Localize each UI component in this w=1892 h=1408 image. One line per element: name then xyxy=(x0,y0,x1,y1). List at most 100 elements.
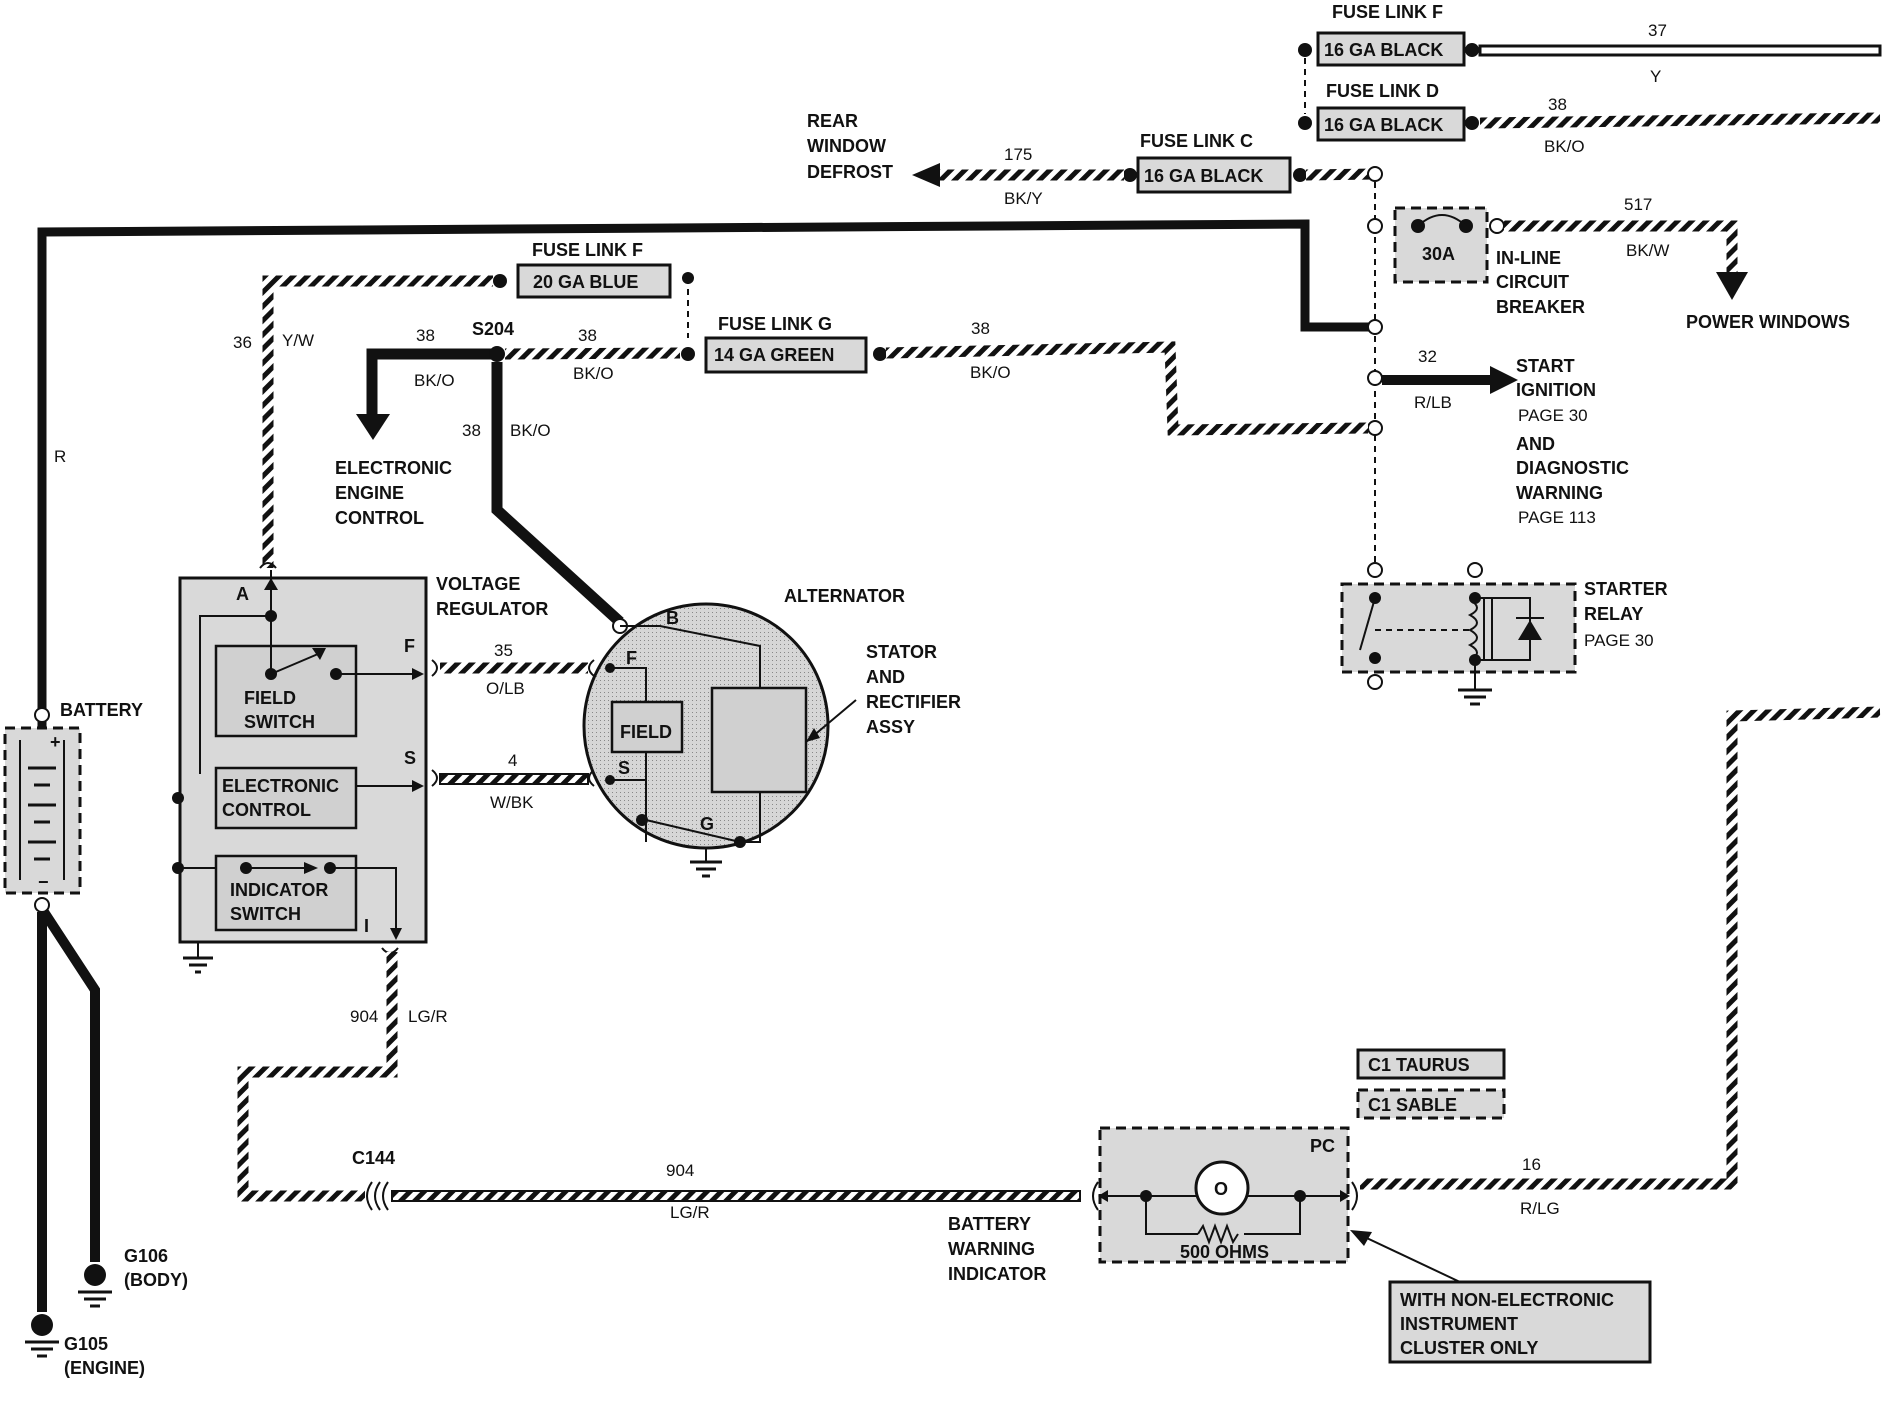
wire-38-top-color: BK/O xyxy=(1544,137,1585,156)
wire-4-color: W/BK xyxy=(490,793,534,812)
wire-38-left-color: BK/O xyxy=(414,371,455,390)
battery-warning-line1: BATTERY xyxy=(948,1214,1031,1234)
arrow-start-ignition xyxy=(1490,366,1518,394)
wire-32-circuit: 32 xyxy=(1418,347,1437,366)
wire-36-circuit: 36 xyxy=(233,333,252,352)
note-c1-taurus-text: C1 TAURUS xyxy=(1368,1055,1470,1075)
wire-color-r: R xyxy=(54,447,66,466)
wire-38-down xyxy=(491,362,624,627)
wire-37-circuit: 37 xyxy=(1648,21,1667,40)
fuse-link-f xyxy=(516,263,672,299)
wire-904 xyxy=(237,952,398,1202)
circuit-breaker-line3: BREAKER xyxy=(1496,297,1585,317)
start-ignition-line1: START xyxy=(1516,356,1575,376)
wire-37-color: Y xyxy=(1650,67,1661,86)
wire-38-mid-circuit: 38 xyxy=(578,326,597,345)
battery: + − BATTERY xyxy=(3,700,143,913)
wire-38-left xyxy=(366,348,495,414)
alternator-field: FIELD xyxy=(620,722,672,742)
fuse-link-d-title: FUSE LINK D xyxy=(1326,81,1439,101)
wire-36-color: Y/W xyxy=(282,331,314,350)
fuse-link-f-title: FUSE LINK F xyxy=(532,240,643,260)
alternator: B F FIELD S G ALTERNATOR STATOR AND RECT… xyxy=(582,586,961,878)
battery-minus-sign: − xyxy=(38,872,49,892)
fuse-link-g-title: FUSE LINK G xyxy=(718,314,832,334)
voltage-regulator: A FIELD SWITCH F ELECTRONIC CONTROL S IN… xyxy=(172,562,548,974)
indicator-switch-line2: SWITCH xyxy=(230,904,301,924)
alternator-terminal-g: G xyxy=(700,814,714,834)
wire-35-color: O/LB xyxy=(486,679,525,698)
wire-38-down-circuit: 38 xyxy=(462,421,481,440)
wire-4-circuit: 4 xyxy=(508,751,517,770)
battery-feed-wire-r xyxy=(37,219,1375,730)
ground-g105-location: (ENGINE) xyxy=(64,1358,145,1378)
wire-4 xyxy=(439,773,589,785)
start-ignition-line3: PAGE 30 xyxy=(1518,406,1588,425)
note-pointer-arrow xyxy=(1350,1230,1372,1246)
fuse-link-g-spec: 14 GA GREEN xyxy=(714,345,834,365)
fuse-link-d xyxy=(1316,106,1466,142)
wire-32-color: R/LB xyxy=(1414,393,1452,412)
wire-38-top xyxy=(1479,112,1881,129)
regulator-terminal-a: A xyxy=(236,584,249,604)
eec-line3: CONTROL xyxy=(335,508,424,528)
connector-c144-label: C144 xyxy=(352,1148,395,1168)
wire-517-color: BK/W xyxy=(1626,241,1669,260)
fuse-link-top-f-spec: 16 GA BLACK xyxy=(1324,40,1443,60)
field-switch-line1: FIELD xyxy=(244,688,296,708)
wire-fuse-c-feed xyxy=(1305,168,1376,181)
battery-warning-line3: INDICATOR xyxy=(948,1264,1046,1284)
electronic-control-line1: ELECTRONIC xyxy=(222,776,339,796)
note-c1-sable-text: C1 SABLE xyxy=(1368,1095,1457,1115)
wire-38-mid-color: BK/O xyxy=(573,364,614,383)
wire-38-mid xyxy=(504,347,681,360)
voltage-regulator-title1: VOLTAGE xyxy=(436,574,520,594)
rear-defrost-line2: WINDOW xyxy=(807,136,886,156)
wire-38-top-circuit: 38 xyxy=(1548,95,1567,114)
starter-relay-line1: STARTER xyxy=(1584,579,1668,599)
wire-904-bottom-circuit: 904 xyxy=(666,1161,694,1180)
fuse-link-d-spec: 16 GA BLACK xyxy=(1324,115,1443,135)
eec-line1: ELECTRONIC xyxy=(335,458,452,478)
inline-circuit-breaker: 30A IN-LINE CIRCUIT BREAKER xyxy=(1393,206,1585,317)
resistor-value: 500 OHMS xyxy=(1180,1242,1269,1262)
circuit-breaker-rating: 30A xyxy=(1422,244,1455,264)
wire-36 xyxy=(262,275,493,568)
ground-g105: G105 (ENGINE) xyxy=(25,1314,145,1378)
wire-904-up-circuit: 904 xyxy=(350,1007,378,1026)
wire-517 xyxy=(1504,220,1738,272)
fuse-link-g xyxy=(704,336,868,374)
power-windows-label: POWER WINDOWS xyxy=(1686,312,1850,332)
alternator-terminal-f: F xyxy=(626,648,637,668)
electronic-control-line2: CONTROL xyxy=(222,800,311,820)
wire-904-up-color: LG/R xyxy=(408,1007,448,1026)
eec-line2: ENGINE xyxy=(335,483,404,503)
wire-175-circuit: 175 xyxy=(1004,145,1032,164)
arrow-rear-defrost xyxy=(912,163,940,187)
battery-warning-indicator: O 500 OHMS PC BATTERY WARNING INDICATOR xyxy=(948,1126,1358,1284)
wire-16-color: R/LG xyxy=(1520,1199,1560,1218)
battery-plus-sign: + xyxy=(50,732,61,752)
stator-line2: AND xyxy=(866,667,905,687)
wire-517-circuit: 517 xyxy=(1624,195,1652,214)
fuse-link-c-title: FUSE LINK C xyxy=(1140,131,1253,151)
indicator-switch-line1: INDICATOR xyxy=(230,880,328,900)
starter-relay: STARTER RELAY PAGE 30 xyxy=(1340,562,1668,706)
alternator-terminal-b: B xyxy=(666,608,679,628)
circuit-breaker-line2: CIRCUIT xyxy=(1496,272,1569,292)
wire-38-left-circuit: 38 xyxy=(416,326,435,345)
note-c1-taurus xyxy=(1356,1048,1506,1080)
note-c1-sable xyxy=(1356,1088,1506,1120)
fuse-link-top-f xyxy=(1316,31,1466,67)
connector-c144: C144 xyxy=(352,1148,395,1211)
wire-904-bottom-color: LG/R xyxy=(670,1203,710,1222)
wire-38-down-color: BK/O xyxy=(510,421,551,440)
bulb-symbol: O xyxy=(1214,1179,1228,1199)
ground-g106: G106 (BODY) xyxy=(78,1246,188,1308)
stator-line1: STATOR xyxy=(866,642,937,662)
regulator-terminal-i: I xyxy=(364,916,369,936)
starter-relay-line2: RELAY xyxy=(1584,604,1643,624)
note-non-electronic-line2: INSTRUMENT xyxy=(1400,1314,1518,1334)
wire-35-circuit: 35 xyxy=(494,641,513,660)
